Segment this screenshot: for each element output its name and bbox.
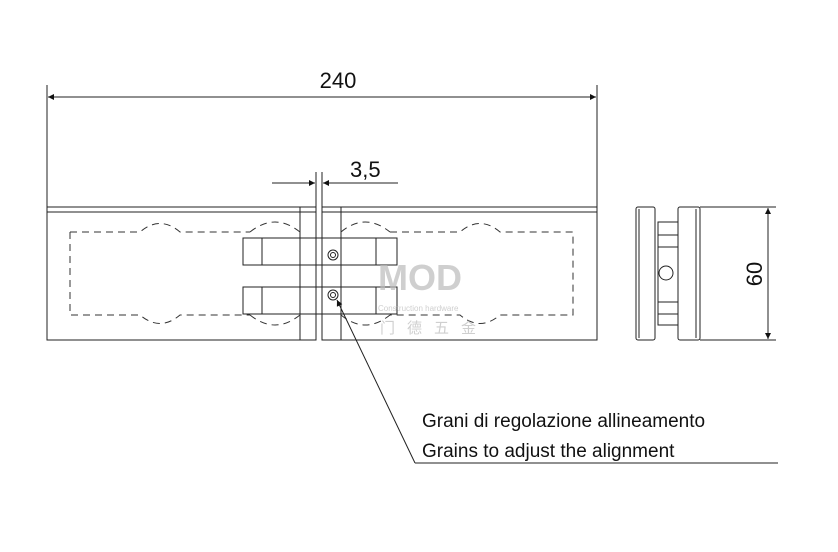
- dimension-240-label: 240: [320, 68, 357, 93]
- dimension-height: 60: [700, 206, 776, 341]
- hinge-block-lower: [242, 286, 398, 315]
- dimension-3-5-label: 3,5: [350, 157, 381, 182]
- front-view: [46, 206, 598, 341]
- dimension-gap: 3,5: [272, 157, 398, 207]
- watermark-logo: MOD Construction hardware 门德五金: [378, 257, 488, 337]
- annotation-leader: Grani di regolazione allineamento Grains…: [336, 299, 778, 464]
- watermark-chinese: 门德五金: [380, 319, 488, 337]
- dimension-overall-length: 240: [46, 68, 598, 207]
- watermark-tagline: Construction hardware: [378, 304, 459, 313]
- watermark-brand: MOD: [378, 257, 462, 298]
- annotation-italian: Grani di regolazione allineamento: [422, 411, 705, 432]
- side-view: [635, 206, 701, 341]
- annotation-english: Grains to adjust the alignment: [422, 441, 675, 462]
- dimension-60-label: 60: [742, 262, 767, 286]
- adjust-screw-icon: [327, 249, 339, 301]
- hinge-block-upper: [242, 237, 398, 266]
